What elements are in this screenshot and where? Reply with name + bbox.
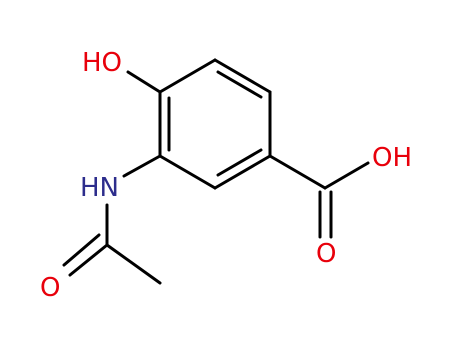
ring-bond <box>213 58 272 94</box>
bond-ring-cooh <box>268 154 327 190</box>
benzene-ring <box>158 58 272 190</box>
bond-c-ch3 <box>105 243 162 285</box>
ring-bond <box>213 154 272 190</box>
ring-bond <box>158 58 217 94</box>
bond-c-nh <box>122 154 162 178</box>
bond-cooh-oh <box>323 161 370 190</box>
amide-nh-label: HN <box>80 173 119 203</box>
bond-amide-c-o <box>68 243 109 277</box>
carboxyl-o-label: O <box>316 239 336 269</box>
hydroxyl-label: HO <box>82 48 122 78</box>
bond-amide-c-o-double <box>62 233 101 267</box>
ring-bond <box>158 154 217 190</box>
bond-c-oh <box>126 70 162 94</box>
amide-o-label: O <box>40 273 60 303</box>
ring-double-bond <box>216 148 263 177</box>
carboxyl-oh-label: OH <box>372 143 412 173</box>
ring-double-bond <box>216 70 263 99</box>
